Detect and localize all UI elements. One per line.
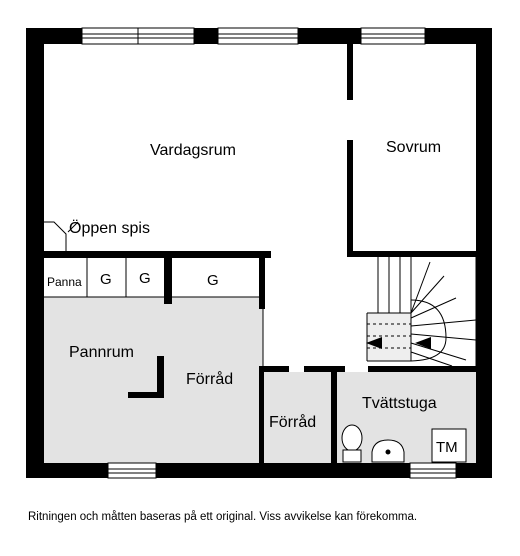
- arrow-left-icon: [415, 337, 431, 349]
- wall-forrad-left: [259, 366, 264, 463]
- wall-forrad-right: [331, 366, 337, 463]
- window-top-1: [81, 27, 195, 45]
- staircase: [366, 257, 477, 367]
- sink-icon: [371, 439, 405, 463]
- wall-forrad-top-right: [304, 366, 337, 372]
- wall-upper-horizontal: [26, 251, 271, 258]
- floor-plan: Vardagsrum Sovrum Öppen spis Panna G G G…: [26, 27, 492, 479]
- wall-l-vertical: [157, 356, 164, 398]
- label-panna: Panna: [47, 275, 82, 289]
- wall-sovrum-left-upper: [347, 44, 353, 100]
- windows: [81, 27, 457, 479]
- wall-tvatt-top-right: [368, 366, 476, 372]
- room-labels: Vardagsrum Sovrum Öppen spis Panna G G G…: [47, 139, 458, 456]
- grey-floor-areas: [44, 297, 476, 463]
- label-pannrum: Pannrum: [69, 344, 134, 361]
- wall-g-right: [259, 251, 265, 309]
- fixtures: [341, 424, 467, 463]
- interior-walls: [26, 44, 492, 463]
- wall-forrad-top-left: [259, 366, 289, 372]
- label-g-3: G: [207, 272, 219, 289]
- storage-lines: [44, 221, 264, 366]
- wall-sovrum-bottom: [347, 251, 492, 257]
- washing-machine-box: [431, 428, 467, 463]
- label-vardagsrum: Vardagsrum: [150, 142, 236, 159]
- window-bottom-2: [409, 462, 457, 479]
- label-oppen-spis: Öppen spis: [69, 219, 150, 237]
- label-forrad-mid: Förråd: [269, 413, 316, 431]
- label-sovrum: Sovrum: [386, 139, 441, 156]
- disclaimer-text: Ritningen och måtten baseras på ett orig…: [28, 511, 418, 523]
- label-tvattstuga: Tvättstuga: [362, 395, 437, 412]
- label-tm: TM: [436, 439, 458, 456]
- label-g-2: G: [139, 270, 151, 287]
- stair-arrows: [366, 337, 431, 349]
- label-g-1: G: [100, 271, 112, 288]
- wall-sovrum-left-lower: [347, 140, 353, 257]
- wall-l-horizontal: [128, 392, 164, 398]
- pannrum-floor: [44, 297, 263, 463]
- label-forrad-left: Förråd: [186, 370, 233, 388]
- wall-g-divider: [164, 258, 172, 304]
- toilet-icon: [341, 424, 363, 463]
- window-bottom-1: [107, 462, 157, 479]
- window-top-3: [360, 27, 426, 45]
- stair-landing-floor: [367, 313, 411, 361]
- wall-tvatt-top: [331, 366, 345, 372]
- window-top-2: [217, 27, 299, 45]
- arrow-left-icon: [366, 337, 382, 349]
- forrad-mid-floor: [264, 372, 331, 463]
